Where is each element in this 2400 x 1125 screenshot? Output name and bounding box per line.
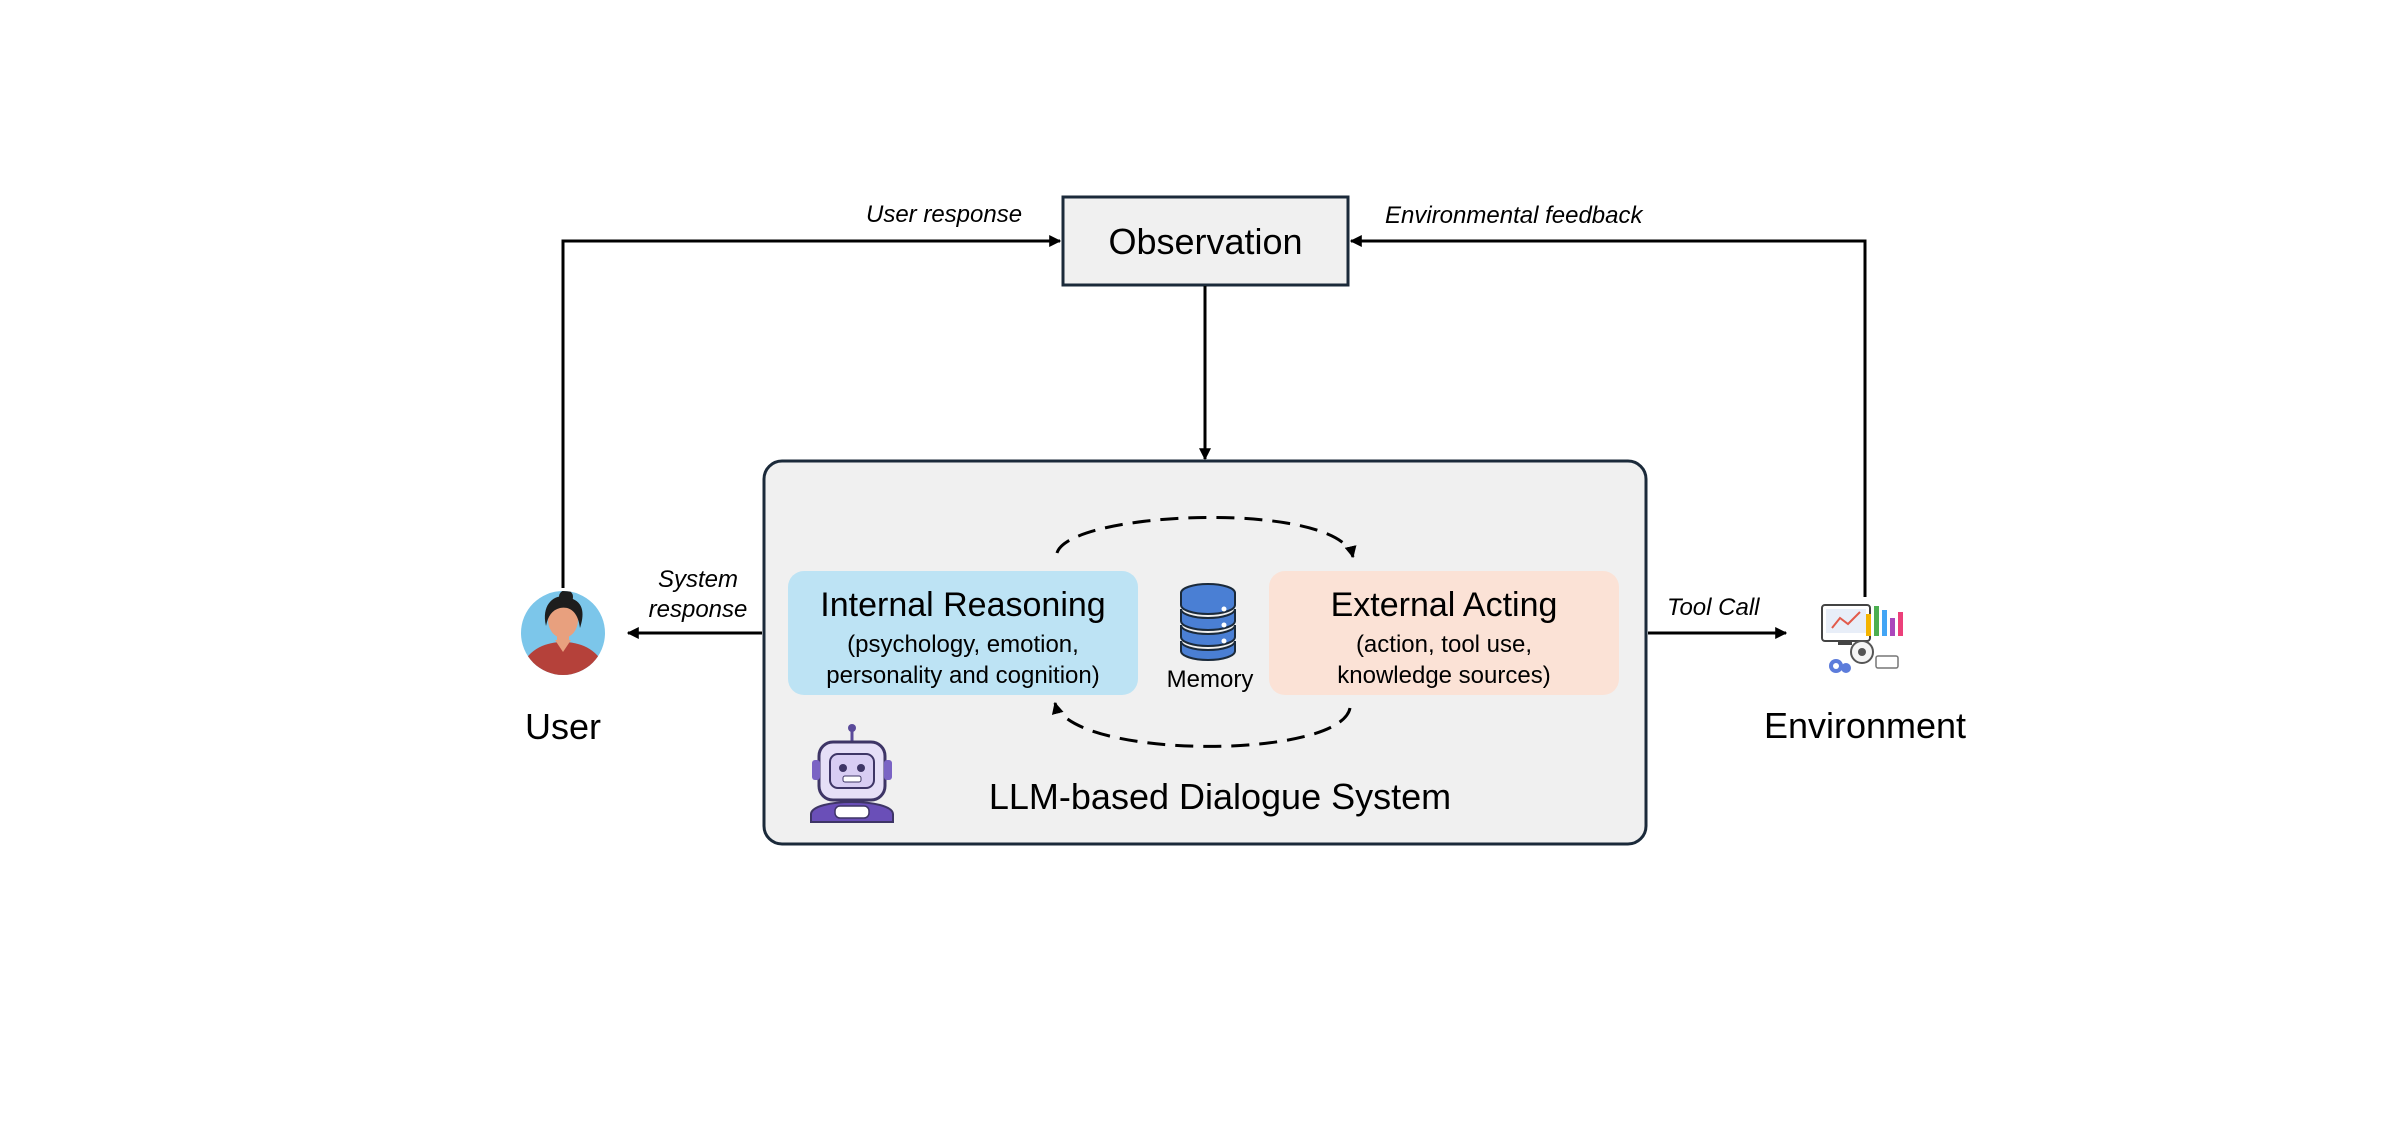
acting-to-reasoning-loop-arrow bbox=[1051, 701, 1352, 748]
system-response-line-1: System bbox=[657, 566, 738, 593]
observation-box bbox=[1061, 195, 1350, 287]
database-icon bbox=[1180, 583, 1236, 661]
user-label: User bbox=[524, 706, 601, 747]
user-response-arrow bbox=[561, 235, 1062, 588]
internal-reasoning-title: Internal Reasoning bbox=[820, 586, 1106, 624]
system-response-line-2: response bbox=[648, 596, 748, 623]
memory-label: Memory bbox=[1166, 666, 1254, 693]
observation-label: Observation bbox=[1108, 221, 1303, 262]
external-acting-sub-2: knowledge sources) bbox=[1337, 662, 1551, 689]
tool-call-label: Tool Call bbox=[1667, 594, 1760, 621]
external-acting-sub-1: (action, tool use, bbox=[1355, 631, 1533, 658]
internal-reasoning-sub-2: personality and cognition) bbox=[826, 662, 1100, 689]
external-acting-title: External Acting bbox=[1330, 586, 1558, 624]
internal-reasoning-sub-1: (psychology, emotion, bbox=[847, 631, 1079, 658]
internal-reasoning-box bbox=[788, 571, 1138, 695]
user-avatar-icon bbox=[521, 591, 605, 675]
user-response-label: User response bbox=[866, 201, 1023, 228]
system-response-label: System response bbox=[628, 565, 768, 625]
llm-system-label: LLM-based Dialogue System bbox=[988, 776, 1452, 817]
robot-icon bbox=[810, 724, 894, 823]
environmental-feedback-label: Environmental feedback bbox=[1385, 202, 1643, 229]
reasoning-to-acting-loop-arrow bbox=[1055, 516, 1357, 559]
environment-dashboard-icon bbox=[1821, 604, 1903, 673]
environmental-feedback-arrow bbox=[1349, 235, 1867, 597]
internal-reasoning-label: Internal Reasoning (psychology, emotion,… bbox=[788, 586, 1138, 691]
external-acting-label: External Acting (action, tool use, knowl… bbox=[1269, 586, 1619, 691]
external-acting-box bbox=[1269, 571, 1619, 695]
environment-label: Environment bbox=[1763, 705, 1967, 746]
